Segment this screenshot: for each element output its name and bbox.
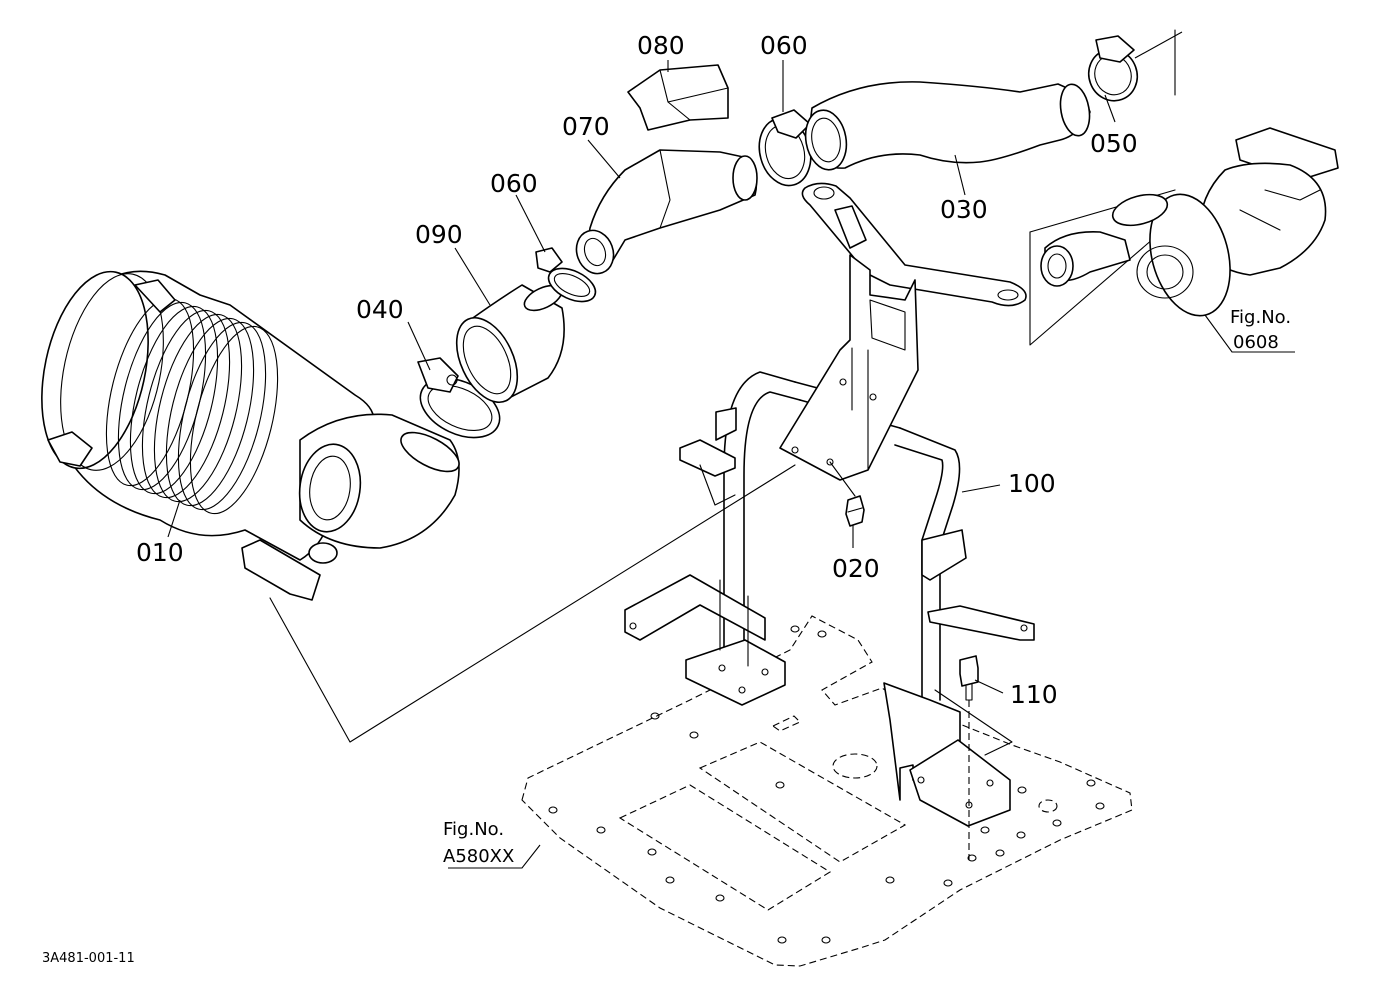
label-050: 050 — [1090, 129, 1138, 158]
label-090: 090 — [415, 220, 463, 249]
label-100: 100 — [1008, 469, 1056, 498]
floor-ref-line1: Fig.No. — [443, 819, 504, 840]
intake-elbow-070 — [575, 149, 758, 275]
intake-pipe-030 — [804, 81, 1091, 171]
label-070: 070 — [562, 112, 610, 141]
rubber-hose-090 — [455, 284, 565, 404]
label-110: 110 — [1010, 680, 1058, 709]
label-060-lower: 060 — [490, 169, 538, 198]
label-060-upper: 060 — [760, 31, 808, 60]
turbo-ref-line2: 0608 — [1233, 332, 1279, 353]
label-030: 030 — [940, 195, 988, 224]
hose-clamp-050 — [1087, 31, 1183, 102]
cover-080 — [627, 64, 729, 131]
part-labels: 080 060 070 060 090 040 010 030 050 100 … — [136, 31, 1138, 709]
air-cleaner-010 — [41, 270, 460, 601]
upper-bracket — [779, 182, 1027, 481]
label-040: 040 — [356, 295, 404, 324]
hose-clamp-060-upper — [758, 109, 812, 187]
bolt-020 — [829, 461, 865, 527]
turbo-ref-line1: Fig.No. — [1230, 307, 1291, 328]
bolt-110 — [959, 655, 979, 860]
floor-ref-line2: A580XX — [443, 846, 514, 867]
leader-lines — [167, 60, 1116, 869]
drawing-code: 3A481-001-11 — [42, 951, 135, 966]
support-frame-100 — [624, 371, 1035, 827]
label-010: 010 — [136, 538, 184, 567]
label-080: 080 — [637, 31, 685, 60]
figure-references: Fig.No. 0608 Fig.No. A580XX — [443, 307, 1291, 867]
floor-plate — [521, 615, 1133, 967]
label-020: 020 — [832, 554, 880, 583]
turbocharger-reference — [1029, 29, 1339, 353]
hose-clamp-060-lower — [535, 247, 597, 303]
